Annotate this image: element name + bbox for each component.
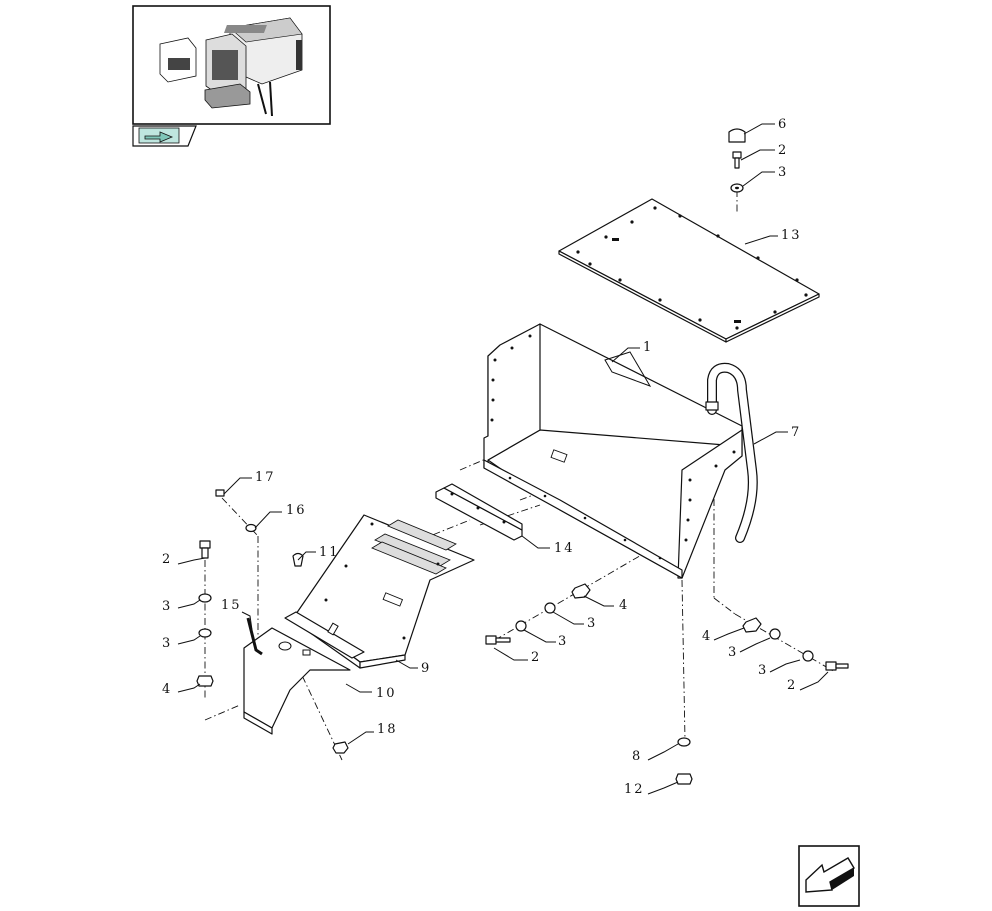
callout-1: 1 (643, 340, 653, 355)
callout-18: 18 (377, 722, 398, 737)
callout-12: 12 (624, 782, 645, 797)
callout-3: 3 (587, 616, 597, 631)
step-plate (291, 514, 475, 669)
callout-3: 3 (758, 663, 768, 678)
callout-labels: 6 2 3 13 1 7 17 16 11 14 2 3 3 4 15 9 10… (162, 117, 802, 797)
callout-9: 9 (421, 661, 431, 676)
callout-4: 4 (702, 629, 712, 644)
callout-3: 3 (162, 636, 172, 651)
forward-arrow-icon[interactable] (132, 125, 197, 147)
leader-lines (177, 123, 829, 795)
callout-8: 8 (632, 749, 642, 764)
back-arrow-icon[interactable] (798, 845, 860, 907)
machine-sketch (159, 17, 303, 117)
callout-11: 11 (319, 545, 340, 560)
support-bracket (243, 611, 365, 735)
callout-2: 2 (531, 650, 541, 665)
mounting-strip (435, 483, 523, 541)
callout-15: 15 (221, 598, 242, 613)
callout-2: 2 (787, 678, 797, 693)
hardware (196, 128, 849, 785)
callout-6: 6 (778, 117, 788, 132)
callout-14: 14 (554, 541, 575, 556)
callout-3: 3 (728, 645, 738, 660)
callout-3: 3 (558, 634, 568, 649)
machine-overview-thumbnail[interactable] (132, 5, 331, 125)
callout-4: 4 (162, 682, 172, 697)
callout-2: 2 (778, 143, 788, 158)
callout-3: 3 (162, 599, 172, 614)
top-cover-plate (558, 198, 820, 343)
hose-pipe (705, 362, 758, 543)
callout-3: 3 (778, 165, 788, 180)
trough-housing (483, 323, 743, 579)
callout-16: 16 (286, 503, 307, 518)
callout-13: 13 (781, 228, 802, 243)
callout-2: 2 (162, 552, 172, 567)
callout-17: 17 (255, 470, 276, 485)
callout-7: 7 (791, 425, 801, 440)
callout-4: 4 (619, 598, 629, 613)
callout-10: 10 (376, 686, 397, 701)
